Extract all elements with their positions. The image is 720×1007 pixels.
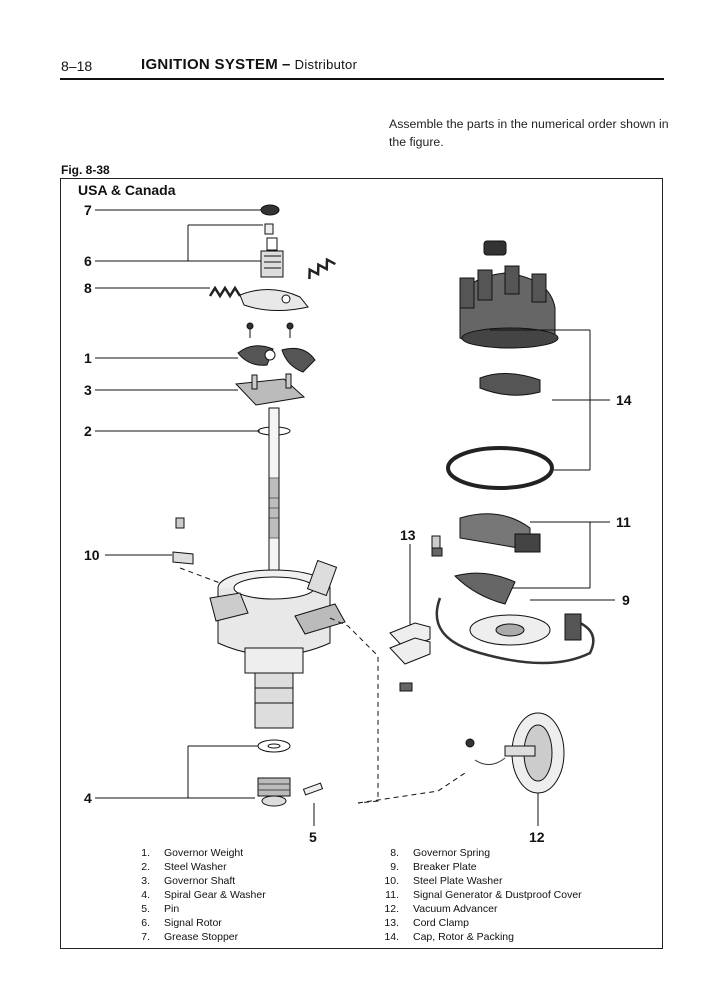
cap-packing-ring (446, 446, 554, 490)
pin-part (302, 782, 324, 796)
distributor-cap-part (459, 265, 559, 349)
governor-spring-right (308, 257, 336, 280)
svg-text:5: 5 (309, 829, 317, 845)
clip-pins (246, 322, 294, 338)
svg-text:11: 11 (616, 514, 631, 530)
legend-item: 14.Cap, Rotor & Packing (384, 931, 514, 943)
callout-9: 9 (530, 592, 630, 608)
legend-item: 4.Spiral Gear & Washer (141, 889, 266, 901)
callout-3: 3 (84, 382, 238, 398)
dashed-assembly-path (329, 617, 379, 804)
legend-item: 6.Signal Rotor (141, 917, 222, 929)
callout-11: 11 (500, 514, 631, 589)
section-title: IGNITION SYSTEM–Distributor (141, 56, 357, 73)
parts-legend-left: 1.Governor Weight 2.Steel Washer 3.Gover… (126, 846, 266, 944)
rotor-part (479, 373, 541, 396)
callout-1: 1 (84, 350, 238, 366)
callout-6: 6 (84, 224, 263, 269)
parts-legend-right: 8.Governor Spring 9.Breaker Plate 10.Ste… (375, 846, 582, 944)
callout-14: 14 (490, 329, 632, 471)
rotor-cap-top (483, 240, 507, 256)
governor-shaft-part (268, 407, 280, 583)
svg-text:7: 7 (84, 202, 92, 218)
assembly-instruction: Assemble the parts in the numerical orde… (389, 117, 669, 149)
callout-12: 12 (529, 793, 545, 845)
svg-text:1: 1 (84, 350, 92, 366)
distributor-housing-part (209, 559, 346, 729)
legend-item: 13.Cord Clamp (384, 917, 470, 929)
callout-10: 10 (84, 547, 172, 563)
svg-text:3: 3 (84, 382, 92, 398)
grease-stopper-part (260, 204, 280, 216)
legend-item: 2.Steel Washer (141, 861, 227, 873)
callout-5: 5 (309, 803, 317, 845)
svg-text:12: 12 (529, 829, 545, 845)
legend-item: 1.Governor Weight (141, 847, 244, 859)
breaker-cam-part (239, 289, 309, 312)
legend-item: 10.Steel Plate Washer (384, 875, 503, 887)
breaker-plate-part (435, 572, 595, 665)
legend-item: 11.Signal Generator & Dustproof Cover (385, 889, 582, 901)
figure-label: Fig. 8-38 (61, 163, 110, 177)
svg-text:13: 13 (400, 527, 416, 543)
legend-item: 9.Breaker Plate (390, 861, 477, 873)
svg-text:14: 14 (616, 392, 632, 408)
governor-shaft-plate-part (234, 373, 306, 406)
callout-13: 13 (400, 527, 416, 638)
svg-text:9: 9 (622, 592, 630, 608)
signal-generator-cover-part (459, 513, 541, 553)
svg-text:8: 8 (84, 280, 92, 296)
svg-text:10: 10 (84, 547, 100, 563)
vacuum-advancer-part (465, 712, 565, 794)
figure-frame (60, 178, 663, 949)
callout-8: 8 (84, 280, 210, 296)
callout-2: 2 (84, 423, 260, 439)
screw-part (431, 535, 443, 557)
steel-plate-washer-part (172, 517, 221, 584)
svg-text:4: 4 (84, 790, 92, 806)
subsection-name: Distributor (294, 57, 358, 72)
governor-weight-part (237, 345, 316, 373)
cord-clamp-part (389, 622, 431, 692)
title-dash: – (282, 56, 291, 73)
signal-rotor-part (260, 223, 284, 278)
legend-item: 5.Pin (141, 903, 180, 915)
callout-7: 7 (84, 202, 265, 218)
svg-text:6: 6 (84, 253, 92, 269)
spiral-gear-washer-part (257, 739, 291, 807)
legend-item: 7.Grease Stopper (141, 931, 239, 943)
legend-item: 12.Vacuum Advancer (384, 903, 498, 915)
callout-4: 4 (84, 745, 258, 806)
header-rule (60, 78, 664, 80)
section-name: IGNITION SYSTEM (141, 56, 279, 73)
dashed-vacuum-path (357, 770, 469, 804)
legend-item: 3.Governor Shaft (141, 875, 236, 887)
page-number: 8–18 (61, 58, 93, 74)
governor-spring-left (208, 285, 242, 299)
svg-text:2: 2 (84, 423, 92, 439)
figure-title: USA & Canada (78, 182, 176, 198)
legend-item: 8.Governor Spring (390, 847, 491, 859)
exploded-diagram: 7 6 8 1 3 2 10 4 5 (84, 202, 632, 845)
